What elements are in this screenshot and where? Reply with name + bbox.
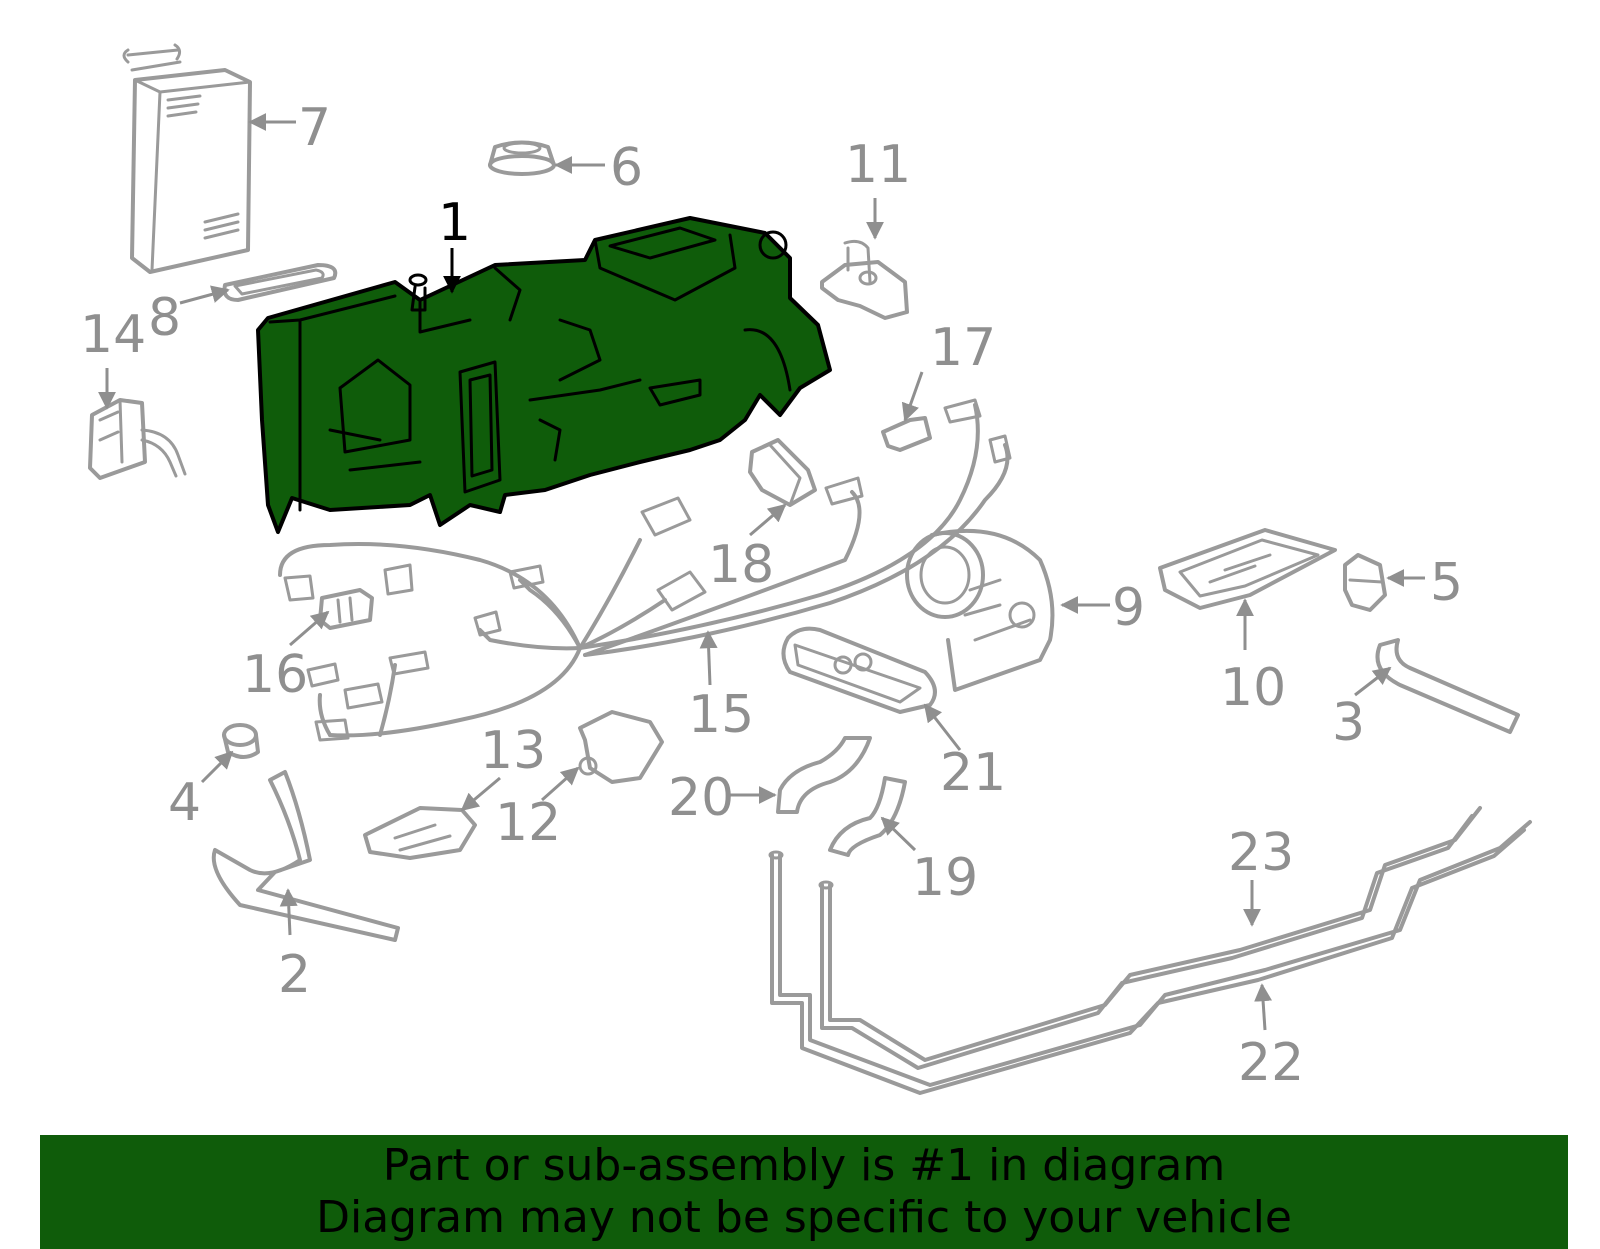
part-2-drain-hose <box>211 770 400 942</box>
info-banner: Part or sub-assembly is #1 in diagram Di… <box>40 1135 1568 1249</box>
banner-line-2: Diagram may not be specific to your vehi… <box>316 1192 1292 1243</box>
part-4-grommet <box>222 723 260 759</box>
part-17-sensor <box>881 416 932 452</box>
part-9-blower-motor <box>905 528 1055 692</box>
callout-4: 4 <box>168 773 201 833</box>
callout-16: 16 <box>242 645 308 705</box>
part-18-module <box>748 438 817 507</box>
part-21-cover <box>781 626 937 714</box>
callout-8: 8 <box>148 288 181 348</box>
part-8-gasket <box>222 263 338 302</box>
part-11-actuator <box>820 239 909 320</box>
callout-1: 1 <box>438 193 471 253</box>
part-19-hose <box>828 776 907 857</box>
callout-17: 17 <box>930 318 996 378</box>
callout-5: 5 <box>1430 553 1463 613</box>
banner-line-1: Part or sub-assembly is #1 in diagram <box>382 1140 1226 1191</box>
part-5-grommet <box>1343 553 1387 612</box>
part-3-hose <box>1375 638 1520 734</box>
part-6-cap <box>488 140 556 176</box>
part-15-wiring-harness <box>278 398 1012 742</box>
callout-22: 22 <box>1238 1033 1304 1093</box>
callout-13: 13 <box>480 721 546 781</box>
part-7-heater-core <box>122 43 252 274</box>
callout-9: 9 <box>1112 578 1145 638</box>
part-12-bracket <box>578 710 664 784</box>
callout-numbers: 1 7 6 11 8 14 17 18 9 10 5 3 15 16 21 4 … <box>80 98 1463 1093</box>
part-10-filter-housing <box>1158 528 1337 610</box>
callout-10: 10 <box>1220 658 1286 718</box>
callout-2: 2 <box>278 945 311 1005</box>
callout-6: 6 <box>610 138 643 198</box>
parts-diagram: 1 7 6 11 8 14 17 18 9 10 5 3 15 16 21 4 … <box>80 43 1532 1095</box>
callout-12: 12 <box>495 793 561 853</box>
callout-14: 14 <box>80 305 146 365</box>
part-13-bracket <box>363 806 477 860</box>
callout-18: 18 <box>708 535 774 595</box>
callout-20: 20 <box>668 768 734 828</box>
callout-leaders <box>98 113 1425 1031</box>
part-1-hvac-case-highlighted <box>256 216 832 534</box>
part-20-hose <box>776 736 872 814</box>
callout-11: 11 <box>845 135 911 195</box>
part-16-connector <box>318 588 374 630</box>
callout-3: 3 <box>1332 693 1365 753</box>
callout-21: 21 <box>940 743 1006 803</box>
callout-23: 23 <box>1228 823 1294 883</box>
part-14-actuator <box>88 398 187 480</box>
callout-7: 7 <box>298 98 331 158</box>
callout-19: 19 <box>912 848 978 908</box>
callout-15: 15 <box>688 685 754 745</box>
part-22-23-pipes <box>768 806 1532 1095</box>
